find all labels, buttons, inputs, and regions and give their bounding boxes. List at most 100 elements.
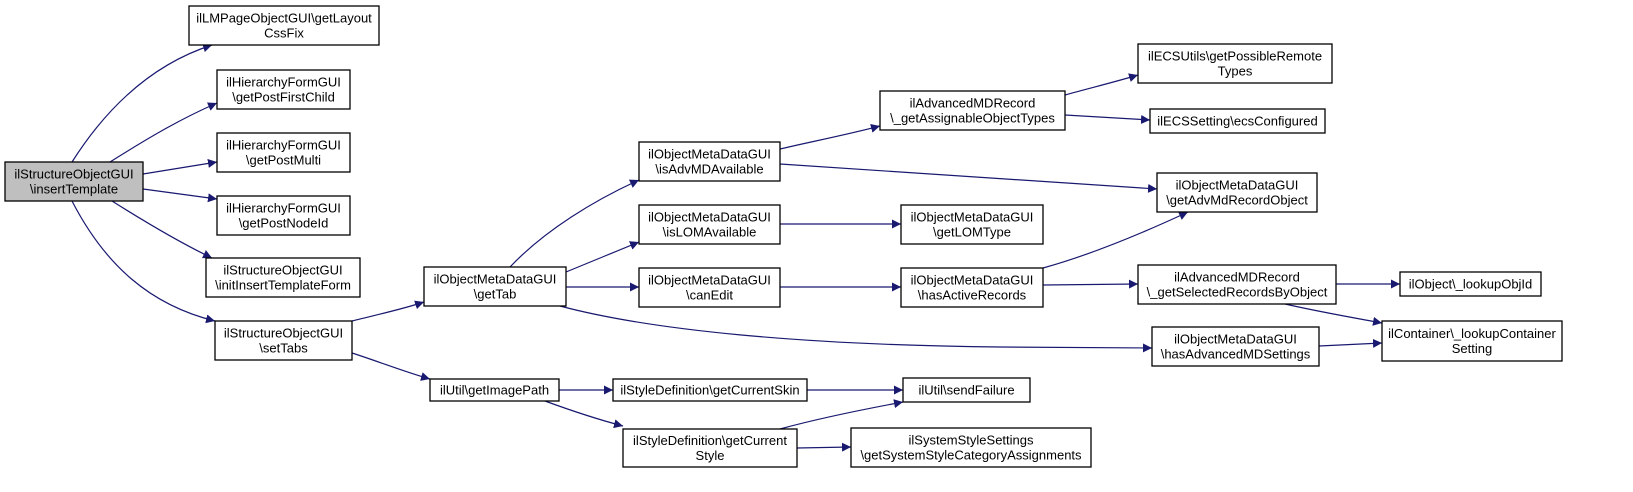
node-obj-lookupobjid[interactable]: ilObject\_lookupObjId <box>1399 271 1542 297</box>
node-label-line: Setting <box>1452 341 1492 356</box>
node-label-line: ilObjectMetaDataGUI <box>911 273 1034 288</box>
node-label-line: \getAdvMdRecordObject <box>1166 193 1308 208</box>
node-md-hasactive[interactable]: ilObjectMetaDataGUI\hasActiveRecords <box>900 267 1044 308</box>
edge-arrow <box>1064 73 1139 96</box>
edge-arrow <box>142 188 218 203</box>
edge-arrow <box>565 241 640 273</box>
node-label-line: \canEdit <box>686 288 733 303</box>
node-style-currentskin[interactable]: ilStyleDefinition\getCurrentSkin <box>612 378 808 402</box>
node-label-line: \hasActiveRecords <box>918 288 1027 303</box>
edge-arrow <box>1064 114 1151 124</box>
node-label-line: \isAdvMDAvailable <box>655 162 763 177</box>
node-md-getlomtype[interactable]: ilObjectMetaDataGUI\getLOMType <box>900 204 1044 245</box>
node-label-line: \getTab <box>474 287 517 302</box>
node-label-line: \getPostFirstChild <box>232 90 335 105</box>
node-label-line: ilObjectMetaDataGUI <box>911 210 1034 225</box>
nodes-layer: ilStructureObjectGUI\insertTemplateilLMP… <box>4 5 1563 468</box>
node-box <box>1137 264 1337 305</box>
node-label-line: ilSystemStyleSettings <box>909 433 1034 448</box>
node-label-line: ilECSUtils\getPossibleRemote <box>1148 49 1322 64</box>
edge-arrow <box>71 43 213 163</box>
node-box <box>879 90 1066 131</box>
node-box <box>1151 326 1320 367</box>
node-ecs-configured[interactable]: ilECSSetting\ecsConfigured <box>1149 108 1326 134</box>
node-box <box>216 132 351 173</box>
node-label-line: ilStyleDefinition\getCurrentSkin <box>620 383 799 398</box>
node-md-isadvmd[interactable]: ilObjectMetaDataGUI\isAdvMDAvailable <box>638 141 781 182</box>
node-label-line: ilStructureObjectGUI <box>224 326 343 341</box>
node-label-line: ilObjectMetaDataGUI <box>1174 332 1297 347</box>
edge-style_currentstyle-to-util_sendfailure <box>779 399 904 430</box>
node-struct-settabs[interactable]: ilStructureObjectGUI\setTabs <box>214 320 353 361</box>
node-box <box>216 195 351 236</box>
edge-root-to-hier_firstchild <box>109 102 218 163</box>
node-struct-initform[interactable]: ilStructureObjectGUI\initInsertTemplateF… <box>205 257 361 298</box>
edge-struct_settabs-to-util_getimagepath <box>351 352 431 381</box>
edge-adv_assignable-to-ecs_remotetypes <box>1064 73 1139 96</box>
edge-md_gettab-to-md_hasadvsettings <box>559 305 1153 353</box>
edge-style_currentstyle-to-sys_stylecat <box>796 442 852 452</box>
node-label-line: ilObjectMetaDataGUI <box>648 273 771 288</box>
edge-arrow <box>544 400 624 429</box>
node-label-line: ilObjectMetaDataGUI <box>648 210 771 225</box>
node-box <box>850 427 1092 468</box>
edge-md_gettab-to-md_islom <box>565 241 640 273</box>
node-label-line: CssFix <box>264 26 304 41</box>
node-label-line: ilStyleDefinition\getCurrent <box>633 433 787 448</box>
edge-arrow <box>559 305 1153 353</box>
node-md-canedit[interactable]: ilObjectMetaDataGUI\canEdit <box>638 267 781 308</box>
node-box <box>638 267 781 308</box>
node-sys-stylecat[interactable]: ilSystemStyleSettings\getSystemStyleCate… <box>850 427 1092 468</box>
node-adv-assignable[interactable]: ilAdvancedMDRecord\_getAssignableObjectT… <box>879 90 1066 131</box>
node-label-line: ilObjectMetaDataGUI <box>1176 178 1299 193</box>
node-md-gettab[interactable]: ilObjectMetaDataGUI\getTab <box>423 266 567 307</box>
edge-arrow <box>142 158 218 175</box>
node-box <box>1137 43 1333 84</box>
edge-adv_selectedrecords-to-cont_lookupsetting <box>1284 303 1383 326</box>
node-box <box>902 377 1031 403</box>
node-label-line: ilStructureObjectGUI <box>223 263 342 278</box>
node-box <box>638 141 781 182</box>
node-box <box>216 69 351 110</box>
node-hier-nodeid[interactable]: ilHierarchyFormGUI\getPostNodeId <box>216 195 351 236</box>
edge-adv_assignable-to-ecs_configured <box>1064 114 1151 124</box>
node-box <box>429 378 560 402</box>
node-box <box>1381 320 1563 362</box>
edges-layer <box>71 43 1400 452</box>
node-label-line: \getSystemStyleCategoryAssignments <box>860 448 1082 463</box>
node-md-islom[interactable]: ilObjectMetaDataGUI\isLOMAvailable <box>638 204 781 245</box>
node-box <box>612 378 808 402</box>
node-box <box>638 204 781 245</box>
node-label-line: ilLMPageObjectGUI\getLayout <box>196 11 372 26</box>
node-adv-selectedrecords[interactable]: ilAdvancedMDRecord\_getSelectedRecordsBy… <box>1137 264 1337 305</box>
edge-util_getimagepath-to-style_currentstyle <box>544 400 624 429</box>
node-md-getadvmdrecord[interactable]: ilObjectMetaDataGUI\getAdvMdRecordObject <box>1156 172 1318 213</box>
node-root[interactable]: ilStructureObjectGUI\insertTemplate <box>4 161 144 202</box>
edge-md_gettab-to-md_isadvmd <box>509 179 640 268</box>
node-label-line: \_getAssignableObjectTypes <box>890 111 1055 126</box>
node-label-line: ilAdvancedMDRecord <box>1174 270 1300 285</box>
node-util-getimagepath[interactable]: ilUtil\getImagePath <box>429 378 560 402</box>
node-box <box>900 267 1044 308</box>
edge-arrow <box>779 123 881 150</box>
edge-struct_settabs-to-md_gettab <box>351 300 425 322</box>
node-label-line: ilObject\_lookupObjId <box>1409 277 1533 292</box>
edge-arrow <box>779 163 1158 193</box>
node-label-line: \getLOMType <box>933 225 1011 240</box>
edge-arrow <box>1318 338 1383 348</box>
node-util-sendfailure[interactable]: ilUtil\sendFailure <box>902 377 1031 403</box>
node-label-line: ilAdvancedMDRecord <box>910 96 1036 111</box>
node-hier-firstchild[interactable]: ilHierarchyFormGUI\getPostFirstChild <box>216 69 351 110</box>
node-box <box>214 320 353 361</box>
node-label-line: Types <box>1218 64 1253 79</box>
node-label-line: \insertTemplate <box>30 182 118 197</box>
edge-arrow <box>109 102 218 163</box>
node-label-line: \isLOMAvailable <box>663 225 757 240</box>
node-box <box>423 266 567 307</box>
node-md-hasadvsettings[interactable]: ilObjectMetaDataGUI\hasAdvancedMDSetting… <box>1151 326 1320 367</box>
node-hier-multi[interactable]: ilHierarchyFormGUI\getPostMulti <box>216 132 351 173</box>
